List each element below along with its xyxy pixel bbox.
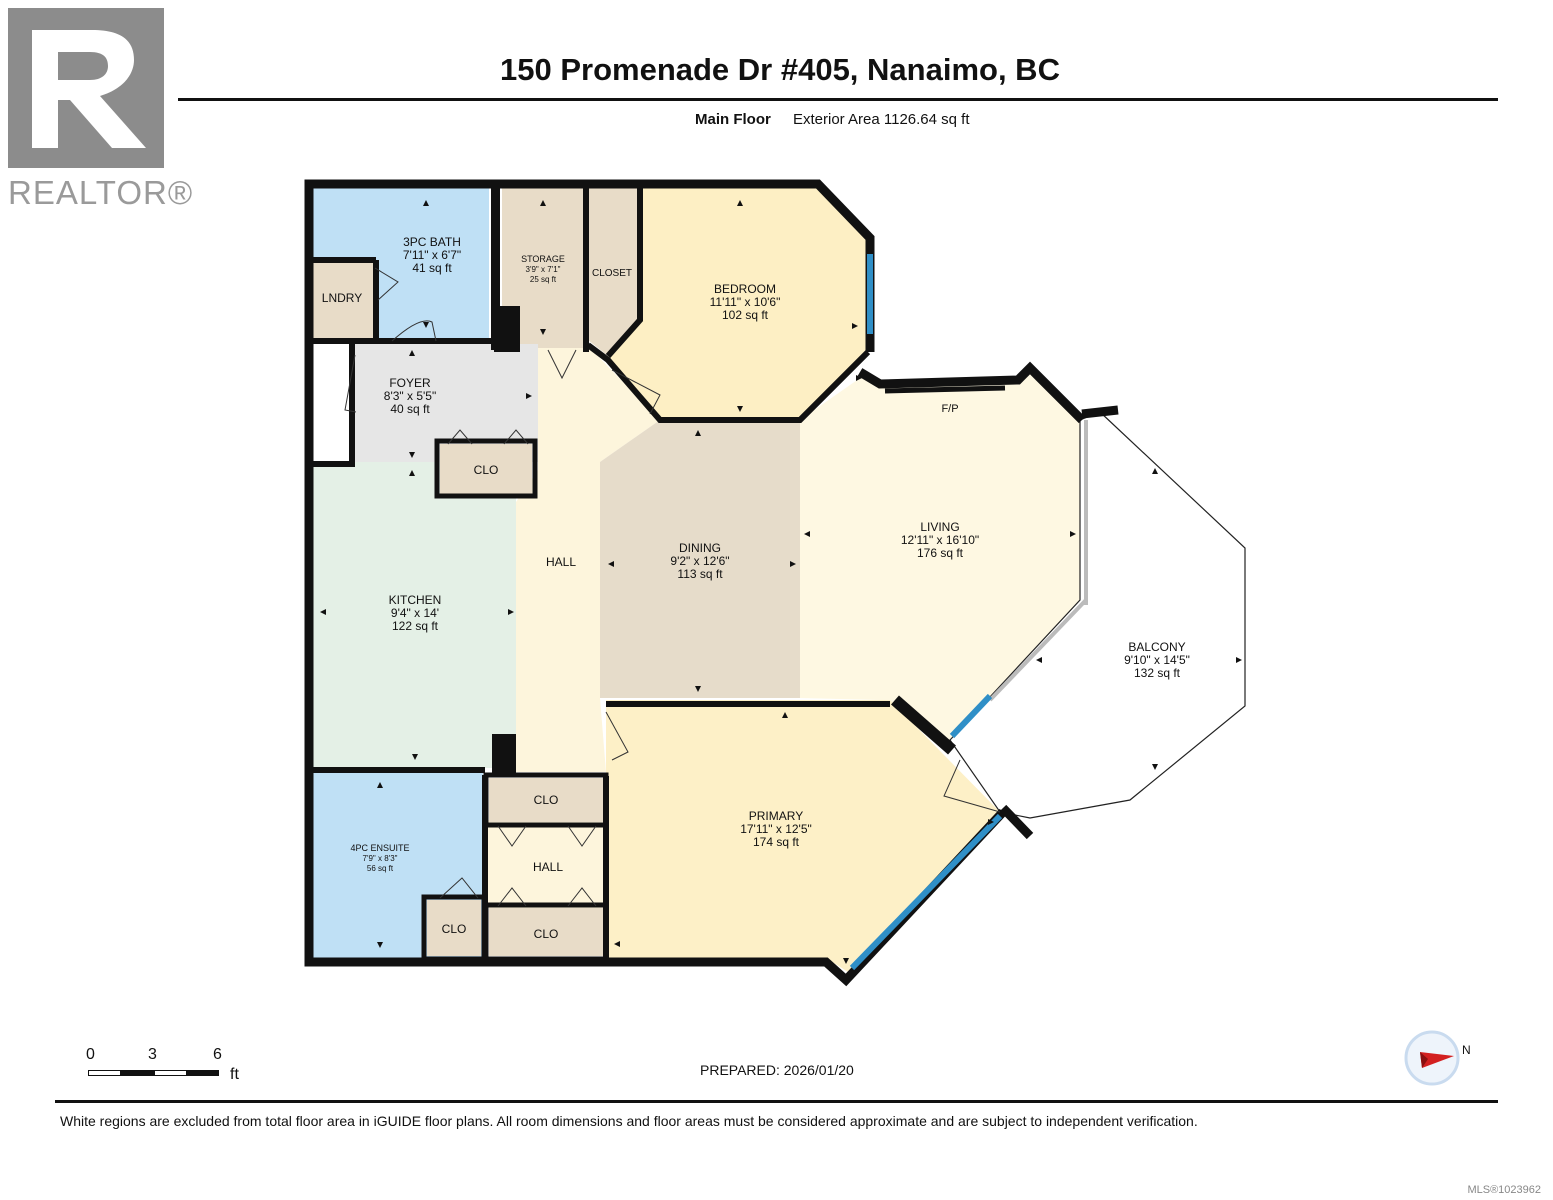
- realtor-wordmark: REALTOR®: [8, 174, 194, 211]
- area-kitchen: 122 sq ft: [392, 619, 439, 633]
- wall-storage-pillar: [494, 306, 520, 352]
- room-clo-ensuite: [427, 900, 481, 956]
- area-4pc-ensuite: 56 sq ft: [367, 864, 394, 873]
- dims-foyer: 8'3" x 5'5": [384, 389, 436, 403]
- room-hall-main: [516, 348, 660, 772]
- dims-3pc-bath: 7'11" x 6'7": [403, 248, 461, 262]
- label-kitchen: KITCHEN: [389, 593, 442, 607]
- floor-label: Main Floor: [695, 111, 771, 128]
- wall-primary-corner: [999, 804, 1034, 840]
- room-kitchen: [313, 462, 516, 768]
- footer-divider: [55, 1100, 1498, 1103]
- area-foyer: 40 sq ft: [390, 402, 430, 416]
- dims-4pc-ensuite: 7'9" x 8'3": [363, 854, 398, 863]
- scale-label-6: 6: [213, 1046, 222, 1063]
- wall-primary-living: [891, 695, 956, 755]
- scale-segment-1: [88, 1070, 121, 1076]
- scale-label-3: 3: [148, 1046, 157, 1063]
- scale-label-0: 0: [86, 1046, 95, 1063]
- area-dining: 113 sq ft: [677, 567, 723, 581]
- label-clo-hall-top: CLO: [534, 793, 559, 807]
- room-clo-foyer: [440, 444, 532, 494]
- scale-segment-3: [154, 1070, 187, 1076]
- dims-primary: 17'11" x 12'5": [740, 822, 812, 836]
- area-balcony: 132 sq ft: [1134, 666, 1181, 680]
- clo-ensuite-frame: [421, 894, 487, 962]
- scale-segment-4: [187, 1070, 219, 1076]
- label-bedroom: BEDROOM: [714, 282, 776, 296]
- wall-living-balcony: [988, 598, 1088, 702]
- dimension-arrows: [320, 200, 1242, 964]
- room-dining: [600, 420, 800, 698]
- exterior-area-label: Exterior Area 1126.64 sq ft: [793, 111, 970, 128]
- scale-unit: ft: [230, 1066, 239, 1083]
- clo-hall-top-frame: [483, 772, 609, 828]
- label-foyer: FOYER: [389, 376, 431, 390]
- fireplace-wall: [884, 385, 1006, 394]
- label-fp: F/P: [941, 403, 958, 415]
- dims-kitchen: 9'4" x 14': [391, 606, 439, 620]
- label-clo-hall-bottom: CLO: [534, 927, 559, 941]
- scale-segment-2: [121, 1070, 154, 1076]
- disclaimer-text: White regions are excluded from total fl…: [60, 1113, 1198, 1129]
- label-hall-lower: HALL: [533, 860, 563, 874]
- label-clo-foyer: CLO: [474, 463, 499, 477]
- area-primary: 174 sq ft: [753, 835, 800, 849]
- label-hall-main: HALL: [546, 555, 576, 569]
- compass-north-label: N: [1462, 1043, 1471, 1057]
- clo-foyer-frame: [434, 438, 538, 499]
- wall-kitchen-pillar: [492, 734, 516, 774]
- dims-balcony: 9'10" x 14'5": [1124, 653, 1190, 667]
- label-clo-ensuite: CLO: [442, 922, 467, 936]
- realtor-logo-mark: [8, 8, 164, 168]
- label-3pc-bath: 3PC BATH: [403, 235, 461, 249]
- label-4pc-ensuite: 4PC ENSUITE: [350, 843, 409, 853]
- dims-storage: 3'9" x 7'1": [526, 265, 561, 274]
- compass-arrow-icon: [1420, 1052, 1454, 1068]
- room-primary: [606, 700, 1000, 972]
- area-3pc-bath: 41 sq ft: [412, 261, 452, 275]
- area-bedroom: 102 sq ft: [722, 308, 769, 322]
- label-balcony: BALCONY: [1128, 640, 1185, 654]
- label-dining: DINING: [679, 541, 721, 555]
- area-storage: 25 sq ft: [530, 275, 557, 284]
- room-living: [800, 370, 1080, 740]
- label-primary: PRIMARY: [749, 809, 803, 823]
- label-closet: CLOSET: [592, 268, 632, 279]
- room-closet: [588, 188, 640, 356]
- room-laundry: [313, 260, 373, 338]
- dims-living: 12'11" x 16'10": [901, 533, 979, 547]
- room-bedroom: [608, 188, 868, 420]
- area-living: 176 sq ft: [917, 546, 964, 560]
- compass-arrow-shadow-icon: [1420, 1052, 1428, 1068]
- dims-bedroom: 11'11" x 10'6": [710, 295, 781, 309]
- label-living: LIVING: [920, 520, 959, 534]
- room-clo-hall-bottom: [489, 908, 603, 956]
- dims-dining: 9'2" x 12'6": [670, 554, 729, 568]
- prepared-date: PREPARED: 2026/01/20: [700, 1062, 854, 1078]
- compass: N: [1402, 1028, 1480, 1088]
- scale-bar: 0 3 6 ft: [80, 1046, 260, 1086]
- header-divider: [178, 98, 1498, 101]
- windows: [849, 254, 1003, 971]
- listing-address-title: 150 Promenade Dr #405, Nanaimo, BC: [500, 52, 1060, 87]
- mls-number: MLS®1023962: [1467, 1184, 1541, 1196]
- label-storage: STORAGE: [521, 254, 565, 264]
- room-clo-hall-top: [489, 778, 603, 822]
- door-swings: [344, 267, 1001, 907]
- label-lndry: LNDRY: [322, 291, 362, 305]
